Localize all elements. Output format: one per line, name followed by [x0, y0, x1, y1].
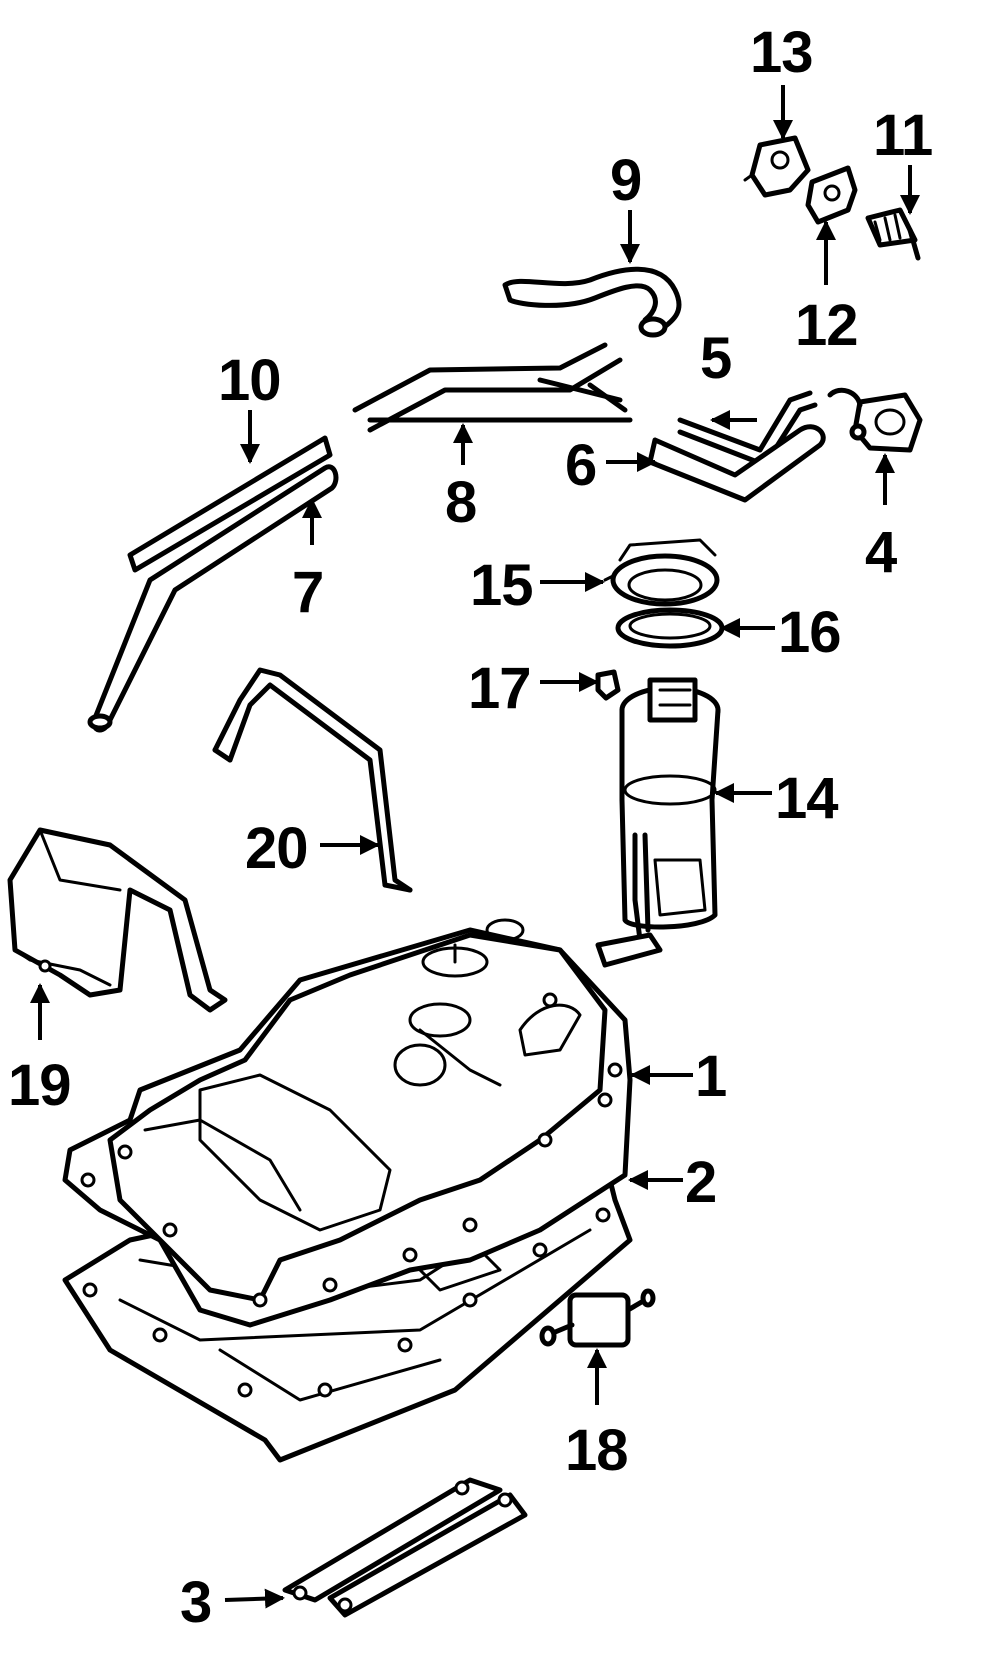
- callout-15: 15: [470, 553, 533, 618]
- part-4-filler-housing: [827, 387, 923, 453]
- part-15-lock-ring: [603, 538, 720, 607]
- callout-2: 2: [685, 1150, 716, 1215]
- part-18-fuel-filter: [539, 1288, 656, 1348]
- callout-leaders: [30, 85, 920, 1609]
- part-13-door-plate: [743, 135, 811, 198]
- part-1-fuel-tank: [62, 918, 633, 1328]
- part-3-mounting-brackets: [282, 1477, 528, 1618]
- callout-18: 18: [565, 1418, 628, 1483]
- callout-numbers: 1 2 3 4 5 6 7 8 9 10 11 12 13 14 15 16 1…: [8, 20, 933, 1635]
- part-11-actuator: [865, 207, 921, 261]
- callout-19: 19: [8, 1053, 71, 1118]
- callout-8: 8: [445, 470, 476, 535]
- part-10-vent-pipe: [127, 435, 333, 573]
- part-19-heat-shield: [7, 827, 228, 1013]
- part-5-hose: [677, 390, 818, 468]
- part-12-mount-plate: [805, 165, 858, 225]
- callout-11: 11: [873, 103, 932, 168]
- callout-6: 6: [565, 433, 596, 498]
- callout-10: 10: [218, 348, 281, 413]
- callout-14: 14: [775, 766, 838, 831]
- callout-5: 5: [700, 326, 731, 391]
- callout-3: 3: [180, 1570, 211, 1635]
- callout-4: 4: [865, 520, 897, 585]
- part-14-fuel-pump-module: [595, 677, 721, 968]
- part-20-tank-strap: [212, 667, 413, 893]
- callout-20: 20: [245, 816, 308, 881]
- callout-17: 17: [468, 656, 531, 721]
- part-9-vapor-hose: [502, 266, 682, 338]
- part-7-filler-pipe: [87, 464, 339, 733]
- callout-13: 13: [750, 20, 813, 85]
- callout-7: 7: [292, 560, 323, 625]
- callout-1: 1: [695, 1044, 726, 1109]
- part-8-hose-assembly: [352, 342, 633, 433]
- part-17-retaining-clip: [595, 669, 621, 701]
- callout-12: 12: [795, 293, 858, 358]
- part-16-seal-ring: [615, 607, 725, 649]
- callout-9: 9: [610, 148, 641, 213]
- part-6-hose: [647, 424, 826, 503]
- callout-16: 16: [778, 600, 841, 665]
